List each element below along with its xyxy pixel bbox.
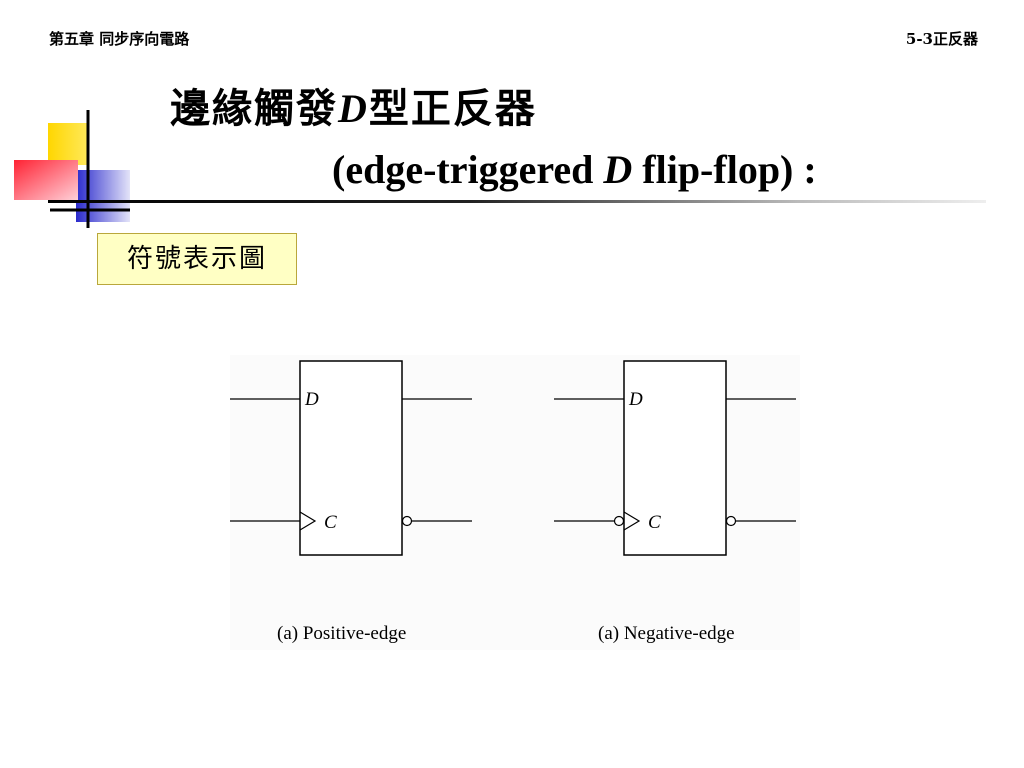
ff-box <box>299 360 403 556</box>
section-header: 5-3正反器 <box>905 30 978 48</box>
title-chinese: 邊緣觸發D型正反器 <box>170 85 537 132</box>
q-not-bubble <box>401 515 413 527</box>
d-pin-label: D <box>628 389 643 410</box>
c-pin-label: C <box>648 512 661 533</box>
deco-blue-square <box>76 170 130 222</box>
c-pin-label: C <box>324 512 337 533</box>
clock-triangle <box>623 511 641 531</box>
negative-edge-flipflop: D C (a) Negative-edge <box>554 360 796 644</box>
positive-edge-flipflop: D C (a) Positive-edge <box>230 360 472 644</box>
negative-edge-caption: (a) Negative-edge <box>598 623 735 644</box>
deco-red-square <box>14 160 78 200</box>
ff-box <box>623 360 727 556</box>
title-english: (edge-triggered D flip-flop) : <box>332 147 817 192</box>
clock-triangle <box>299 511 317 531</box>
deco-yellow-square <box>48 123 88 165</box>
d-pin-label: D <box>304 389 319 410</box>
q-not-bubble <box>725 515 737 527</box>
title-underline <box>48 200 986 203</box>
corner-decoration <box>14 110 130 228</box>
positive-edge-caption: (a) Positive-edge <box>277 623 406 644</box>
symbol-diagram-label: 符號表示圖 <box>97 233 297 285</box>
flipflop-figure: D C (a) Positive-edge D C (a) Negative-e… <box>230 355 800 650</box>
clock-bubble <box>613 515 625 527</box>
chapter-header: 第五章 同步序向電路 <box>49 30 190 48</box>
